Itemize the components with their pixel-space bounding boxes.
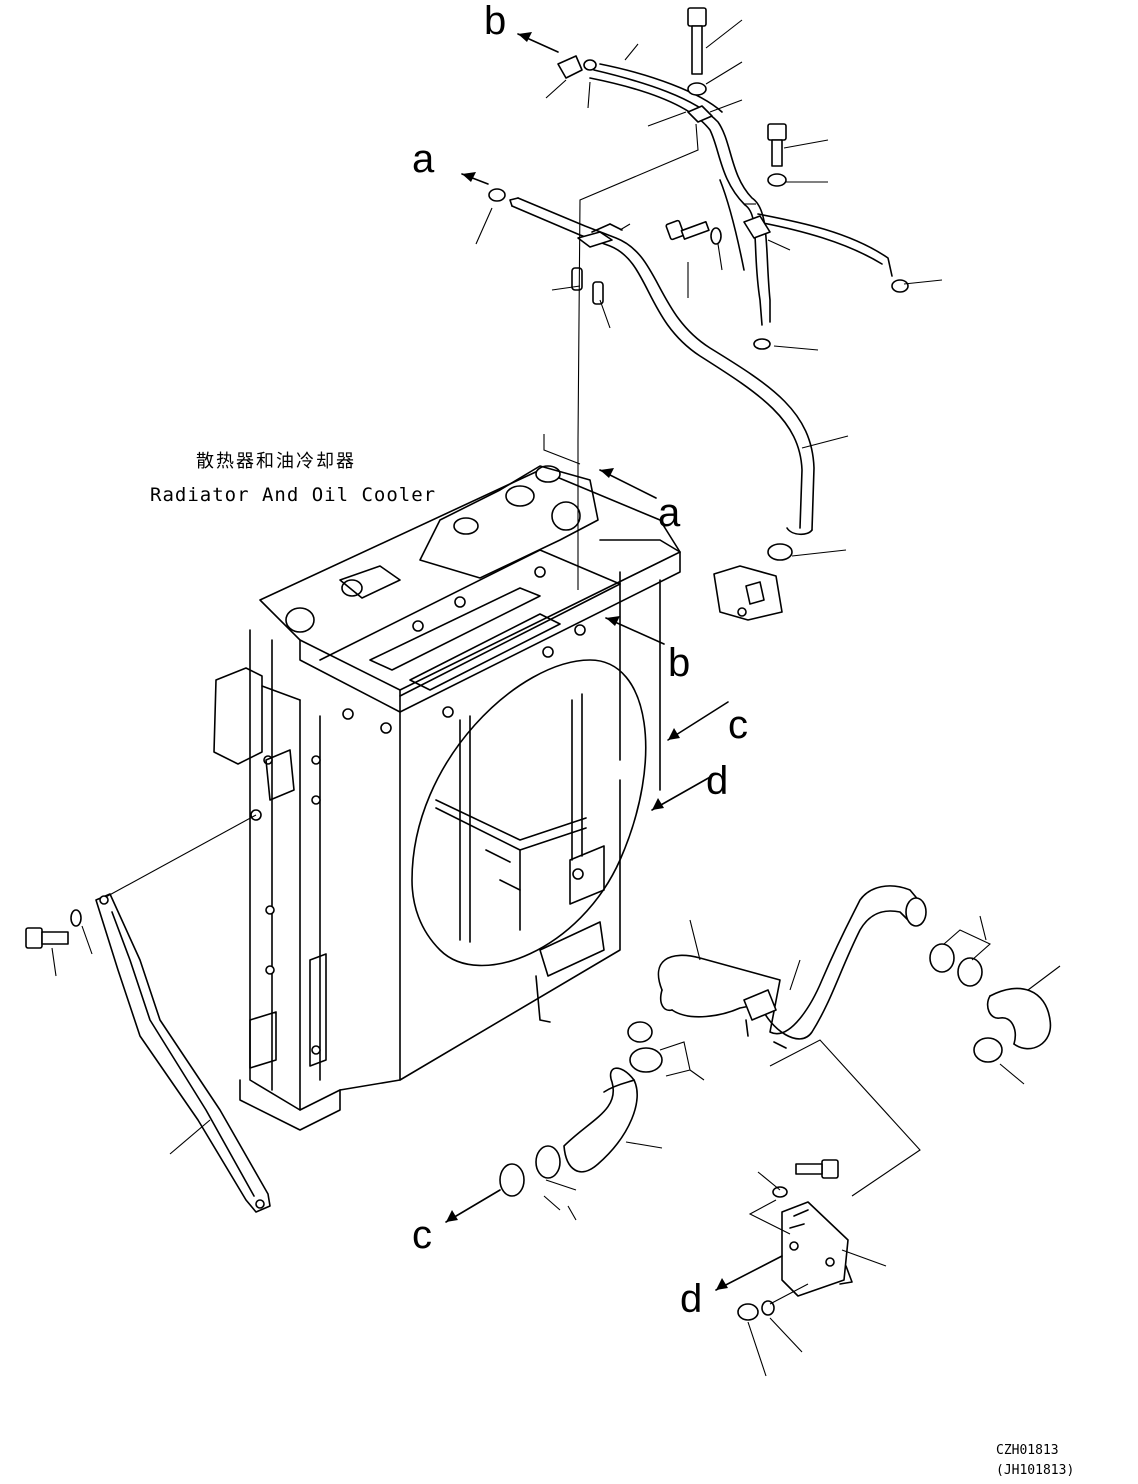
radiator-and-oil-cooler bbox=[214, 466, 680, 1130]
reference-arrows bbox=[446, 32, 782, 1290]
bottom-mount-plate bbox=[738, 1160, 886, 1376]
upper-hose-assembly bbox=[476, 8, 942, 534]
drawing-code-primary: CZH01813 bbox=[996, 1443, 1059, 1458]
label-b-top: b bbox=[484, 0, 506, 43]
label-d-bottom: d bbox=[680, 1277, 702, 1321]
bolt-icon bbox=[773, 1160, 838, 1197]
label-d-radiator: d bbox=[706, 759, 728, 803]
bolt-icon bbox=[688, 8, 706, 95]
label-b-radiator: b bbox=[668, 641, 690, 685]
label-a-top: a bbox=[412, 137, 435, 181]
support-rod bbox=[96, 894, 270, 1212]
bolt-icon bbox=[26, 910, 92, 976]
bolt-icon bbox=[768, 124, 786, 186]
diagram-title-chinese: 散热器和油冷却器 bbox=[196, 451, 356, 472]
label-c-radiator: c bbox=[728, 703, 748, 747]
label-a-radiator: a bbox=[658, 491, 681, 535]
diagram-title-english: Radiator And Oil Cooler bbox=[150, 484, 436, 506]
label-c-bottom: c bbox=[412, 1213, 432, 1257]
bolt-icon bbox=[666, 220, 721, 244]
drawing-code-secondary: (JH101813) bbox=[996, 1463, 1074, 1478]
lower-hose-assembly bbox=[500, 886, 1060, 1220]
mounting-bracket bbox=[714, 436, 848, 620]
